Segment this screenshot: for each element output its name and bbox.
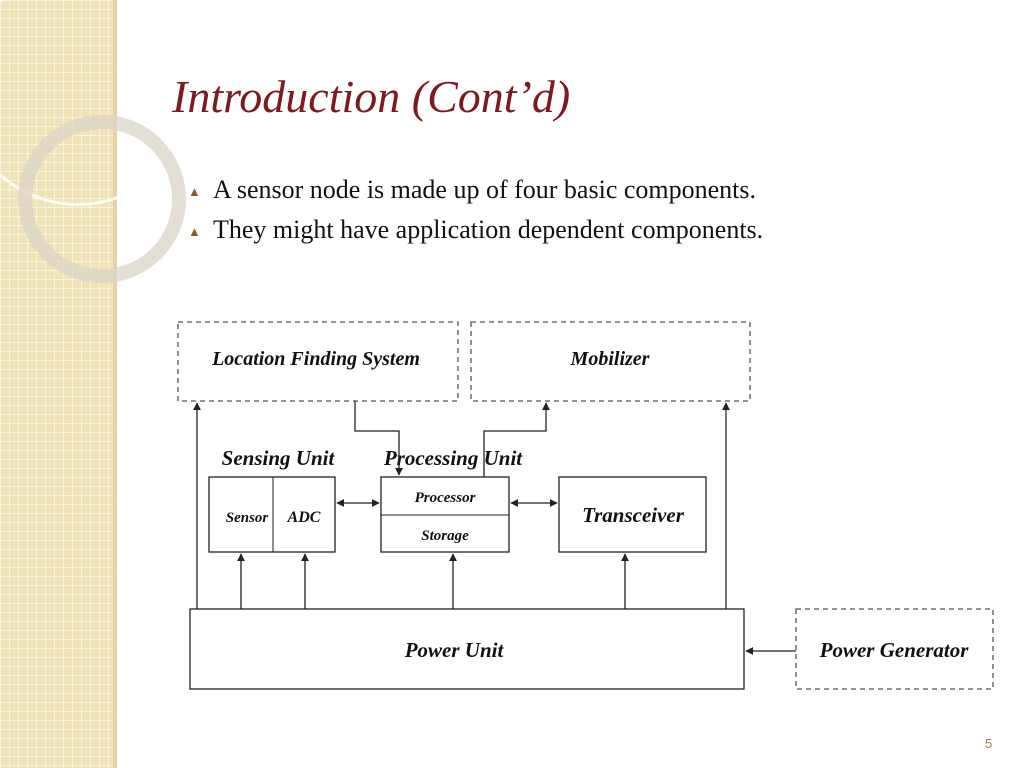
- processing-unit-label: Processing Unit: [383, 446, 523, 470]
- sensing-unit-box: [208, 476, 336, 553]
- bullet-item: ▲ A sensor node is made up of four basic…: [188, 170, 763, 210]
- adc-label: ADC: [287, 509, 321, 526]
- sensor-node-diagram: Location Finding System Mobilizer Sensin…: [177, 321, 994, 690]
- page-number: 5: [985, 736, 993, 751]
- processor-label: Processor: [415, 490, 476, 506]
- link-location-finding-processing: [354, 401, 403, 476]
- bullet-text: They might have application dependent co…: [213, 215, 764, 244]
- slide-title: Introduction (Cont’d): [172, 71, 571, 122]
- power-unit-box: [189, 608, 745, 690]
- bullet-item: ▲ They might have application dependent …: [188, 210, 763, 250]
- power-unit-label: Power Unit: [404, 638, 505, 662]
- side-panel-edge: [113, 0, 117, 768]
- mobilizer-box: [470, 321, 751, 402]
- sensing-unit-label: Sensing Unit: [222, 446, 336, 470]
- small-triangle-bullet-icon: ▲: [188, 184, 201, 199]
- power-generator-label: Power Generator: [819, 638, 970, 662]
- location-finding-system-box: [177, 321, 459, 402]
- mobilizer-label: Mobilizer: [570, 348, 650, 370]
- small-triangle-bullet-icon: ▲: [188, 224, 201, 239]
- transceiver-box: [558, 476, 707, 553]
- sensor-label: Sensor: [226, 510, 269, 526]
- link-processing-mobilizer: [483, 402, 550, 477]
- bullet-text: A sensor node is made up of four basic c…: [213, 175, 757, 204]
- bullet-list: ▲ A sensor node is made up of four basic…: [188, 170, 763, 250]
- decorative-ring-small: [18, 115, 186, 283]
- storage-label: Storage: [421, 528, 469, 544]
- power-generator-box: [795, 608, 994, 690]
- transceiver-label: Transceiver: [582, 503, 685, 527]
- location-finding-system-label: Location Finding System: [211, 348, 420, 370]
